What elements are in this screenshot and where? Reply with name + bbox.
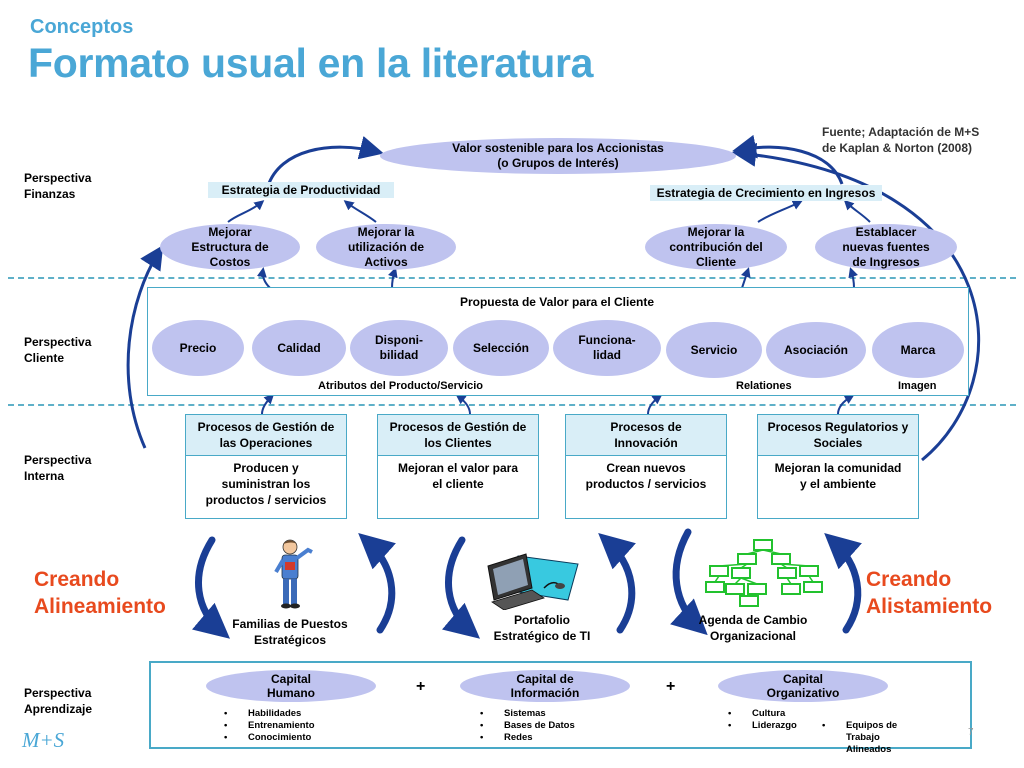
list-item: Cultura: [728, 708, 797, 720]
objective-activos: Mejorar la utilización de Activos: [316, 224, 456, 270]
list-item: Entrenamiento: [224, 720, 315, 732]
page-title: Formato usual en la literatura: [28, 40, 594, 86]
list-item: Sistemas: [480, 708, 575, 720]
objective-nuevas-fuentes: Establacer nuevas fuentes de Ingresos: [815, 224, 957, 270]
process-innovacion-title: Procesos de Innovación: [566, 415, 726, 456]
attribute-funcionalidad: Funciona- lidad: [553, 320, 661, 376]
informacion-list: Sistemas Bases de Datos Redes: [480, 708, 575, 744]
attribute-seleccion: Selección: [453, 320, 549, 376]
objective-cliente: Mejorar la contribución del Cliente: [645, 224, 787, 270]
perspective-interna-label: Perspectiva Interna: [24, 453, 92, 483]
list-item: Bases de Datos: [480, 720, 575, 732]
perspective-aprendizaje-label: Perspectiva Aprendizaje: [24, 686, 93, 716]
attribute-calidad: Calidad: [252, 320, 346, 376]
familias-label: Familias de Puestos Estratégicos: [232, 617, 348, 647]
organizativo-list-a: Cultura Liderazgo: [728, 708, 797, 732]
attribute-servicio: Servicio: [666, 322, 762, 378]
process-operaciones-body: Producen y suministran los productos / s…: [205, 461, 327, 507]
list-item: Redes: [480, 732, 575, 744]
label-imagen: Imagen: [898, 380, 937, 392]
plus-1: +: [416, 678, 426, 695]
capital-organizativo: Capital Organizativo: [718, 670, 888, 702]
separator-finanzas-cliente: [8, 277, 1016, 279]
strategy-productividad: Estrategia de Productividad: [208, 182, 394, 198]
goal-ellipse: Valor sostenible para los Accionistas (o…: [380, 138, 736, 174]
attribute-precio: Precio: [152, 320, 244, 376]
capital-humano: Capital Humano: [206, 670, 376, 702]
list-item: Conocimiento: [224, 732, 315, 744]
humano-list: Habilidades Entrenamiento Conocimiento: [224, 708, 315, 744]
process-innovacion: Procesos de Innovación Crean nuevos prod…: [565, 414, 727, 519]
process-clientes-title: Procesos de Gestión de los Clientes: [378, 415, 538, 456]
attribute-marca: Marca: [872, 322, 964, 378]
process-regulatorios-body: Mejoran la comunidad y el ambiente: [774, 461, 902, 491]
list-item: Equipos de Trabajo Alineados: [822, 720, 897, 756]
process-clientes-body: Mejoran el valor para el cliente: [397, 461, 519, 491]
attribute-disponibilidad: Disponi- bilidad: [350, 320, 448, 376]
process-regulatorios: Procesos Regulatorios y Sociales Mejoran…: [757, 414, 919, 519]
process-clientes: Procesos de Gestión de los Clientes Mejo…: [377, 414, 539, 519]
value-proposition-title: Propuesta de Valor para el Cliente: [459, 295, 655, 309]
separator-cliente-interna: [8, 404, 1016, 406]
creando-alistamiento: Creando Alistamiento: [866, 568, 993, 618]
label-relaciones: Relationes: [736, 380, 792, 392]
computer-icon: [487, 553, 579, 610]
objective-costos: Mejorar Estructura de Costos: [160, 224, 300, 270]
process-operaciones: Procesos de Gestión de las Operaciones P…: [185, 414, 347, 519]
ms-logo: M+S: [22, 728, 65, 752]
portafolio-label: Portafolio Estratégico de TI: [493, 613, 591, 643]
source-note: Fuente; Adaptación de M+S de Kaplan & No…: [822, 125, 980, 155]
org-chart-icon: [705, 539, 823, 607]
person-presenting-icon: [274, 539, 313, 609]
plus-2: +: [666, 678, 676, 695]
page-number: 7: [968, 727, 974, 738]
process-regulatorios-title: Procesos Regulatorios y Sociales: [758, 415, 918, 456]
strategy-crecimiento: Estrategia de Crecimiento en Ingresos: [650, 185, 882, 201]
list-item: Habilidades: [224, 708, 315, 720]
label-atributos: Atributos del Producto/Servicio: [318, 380, 484, 392]
perspective-cliente-label: Perspectiva Cliente: [24, 335, 92, 365]
perspective-finanzas-label: Perspectiva Finanzas: [24, 171, 92, 201]
capital-informacion: Capital de Información: [460, 670, 630, 702]
creando-alineamiento: Creando Alineamiento: [34, 568, 166, 618]
organizativo-list-b: Equipos de Trabajo Alineados: [822, 708, 897, 768]
section-label: Conceptos: [30, 16, 134, 38]
process-operaciones-title: Procesos de Gestión de las Operaciones: [186, 415, 346, 456]
attribute-asociacion: Asociación: [766, 322, 866, 378]
agenda-label: Agenda de Cambio Organizacional: [698, 613, 808, 643]
process-innovacion-body: Crean nuevos productos / servicios: [585, 461, 707, 491]
list-item: Liderazgo: [728, 720, 797, 732]
